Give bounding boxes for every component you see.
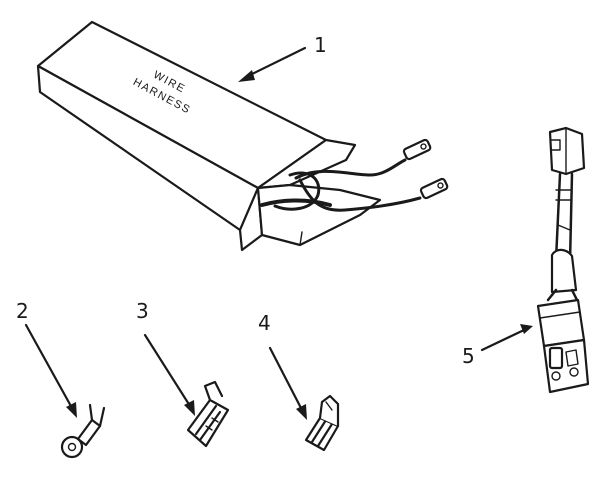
flag-terminal <box>186 380 230 448</box>
ring-terminal <box>60 403 106 459</box>
callout-1: 1 <box>238 33 327 82</box>
callout-4-number: 4 <box>258 311 271 335</box>
callout-5-number: 5 <box>462 344 475 368</box>
callout-3: 3 <box>136 299 195 416</box>
wire-terminal-upper <box>402 138 432 161</box>
wire-harness-box: WIRE HARNESS <box>36 20 382 252</box>
callout-2: 2 <box>16 299 77 418</box>
wire-terminal-lower <box>419 177 449 200</box>
pigtail-connector <box>536 126 590 394</box>
callout-3-number: 3 <box>136 299 149 323</box>
callout-5: 5 <box>462 324 533 368</box>
callout-4: 4 <box>258 311 307 420</box>
callout-2-number: 2 <box>16 299 29 323</box>
harness-wires <box>260 138 449 212</box>
callout-1-number: 1 <box>314 33 327 57</box>
quick-connect-terminal <box>304 394 340 452</box>
